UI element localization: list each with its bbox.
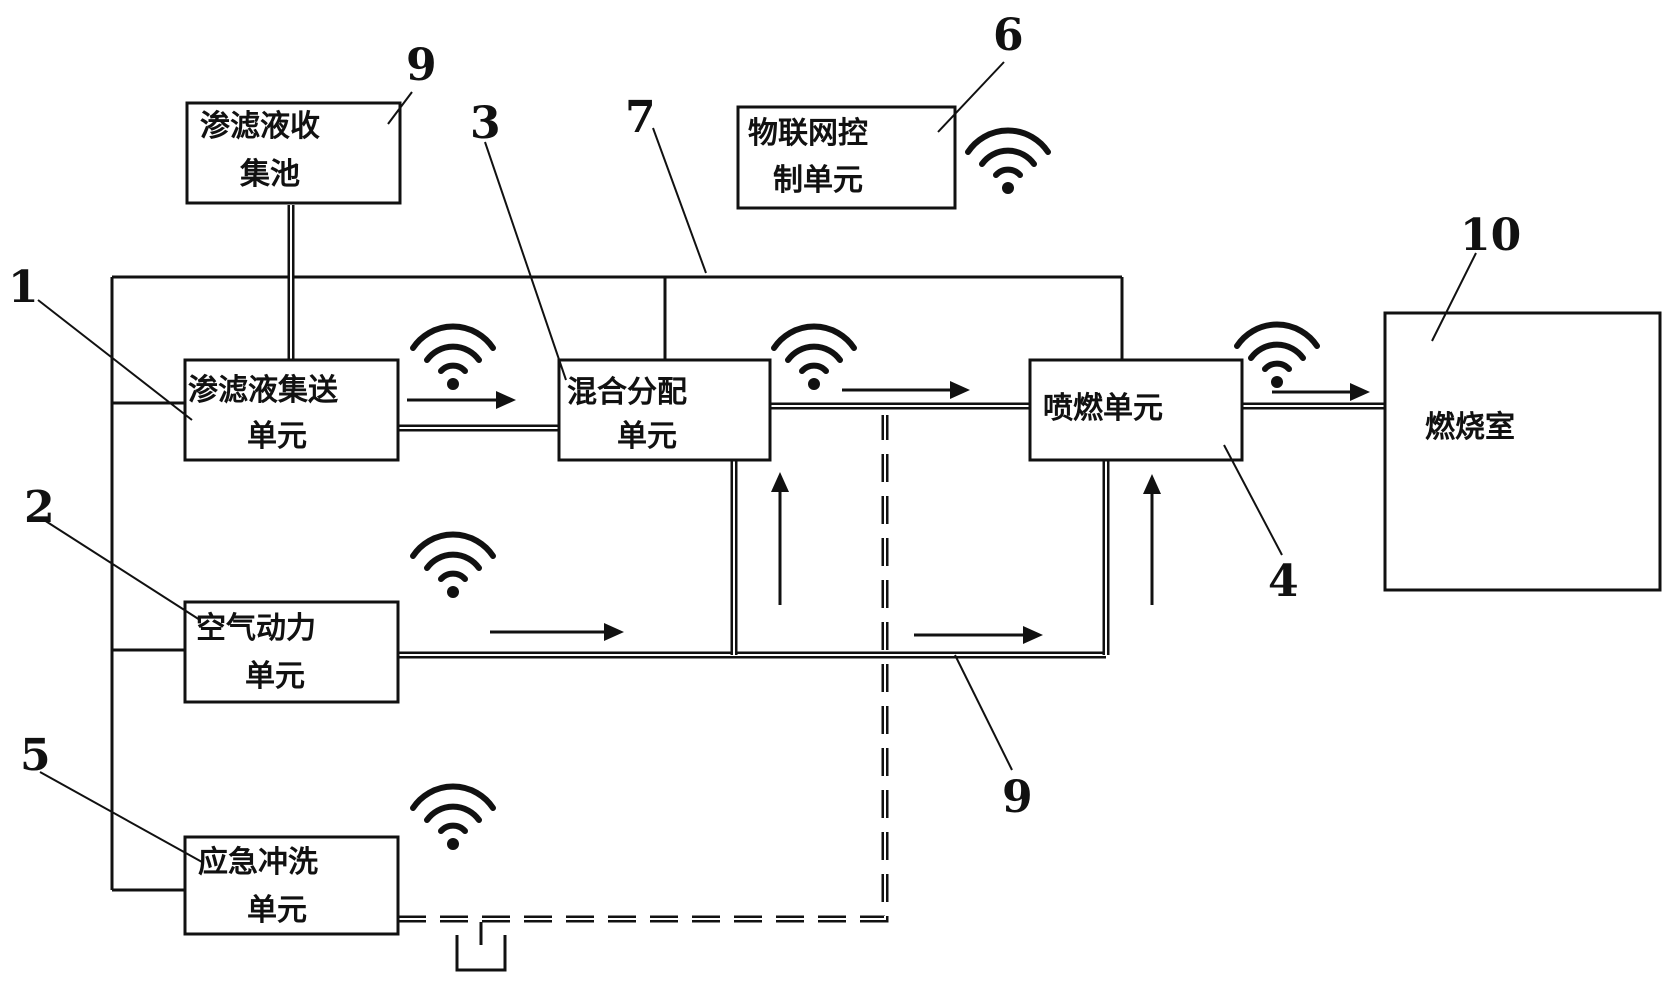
flow-arrow-icon [914, 626, 1043, 644]
ref-numeral-3: 3 [470, 98, 501, 149]
wifi-signal-icon [410, 783, 496, 850]
leader-lines [37, 61, 1477, 863]
spray-combustion-label: 喷燃单元 [1043, 391, 1163, 426]
wifi-signal-icon [410, 531, 496, 598]
leachate-transfer-label-2: 单元 [247, 419, 307, 454]
ref-numeral-1: 1 [8, 262, 39, 313]
mixing-distribution-label-2: 单元 [617, 419, 677, 454]
ref-numeral-9-bottom: 9 [1002, 772, 1033, 823]
leachate-transfer-label-1: 渗滤液集送 [188, 373, 338, 408]
air-power-label-1: 空气动力 [196, 611, 316, 646]
mixing-distribution-box: 混合分配 单元 [557, 358, 772, 462]
combustion-chamber-box: 燃烧室 [1383, 311, 1662, 592]
reference-numerals: 1 2 5 3 7 6 9 4 10 9 [8, 10, 1521, 823]
wifi-signal-icon [771, 323, 857, 390]
wifi-signal-icon [410, 323, 496, 390]
collection-pool-label-2: 集池 [239, 157, 300, 192]
ref-numeral-4: 4 [1268, 556, 1299, 607]
flow-arrow-icon [1143, 474, 1161, 605]
flow-arrow-icon [407, 391, 516, 409]
drain-icon [455, 922, 507, 972]
flow-arrow-icon [842, 381, 970, 399]
flow-arrows [407, 381, 1370, 644]
ref-numeral-2: 2 [24, 482, 55, 533]
wifi-signal-icon [1234, 321, 1320, 388]
flow-arrow-icon [490, 623, 624, 641]
iot-control-label-2: 制单元 [773, 163, 863, 198]
leachate-transfer-box: 渗滤液集送 单元 [183, 358, 400, 462]
control-bus [110, 275, 1124, 892]
flow-arrow-icon [1272, 383, 1370, 401]
ref-numeral-6: 6 [993, 10, 1024, 61]
emergency-flush-label-2: 单元 [247, 893, 307, 928]
spray-combustion-box: 喷燃单元 [1028, 358, 1244, 462]
ref-numeral-5: 5 [20, 730, 51, 781]
collection-pool-box: 渗滤液收 集池 [185, 101, 402, 205]
iot-control-box: 物联网控 制单元 [736, 105, 957, 210]
ref-numeral-7: 7 [625, 92, 656, 143]
iot-control-label-1: 物联网控 [748, 116, 868, 151]
pipes [287, 205, 1397, 659]
mixing-distribution-label-1: 混合分配 [567, 375, 687, 410]
ref-numeral-9-top: 9 [406, 40, 437, 91]
emergency-flush-box: 应急冲洗 单元 [183, 835, 400, 936]
collection-pool-label-1: 渗滤液收 [200, 109, 320, 144]
emergency-flush-line [398, 415, 889, 923]
air-power-box: 空气动力 单元 [183, 600, 400, 704]
ref-numeral-10: 10 [1460, 210, 1521, 261]
emergency-flush-label-1: 应急冲洗 [198, 845, 318, 880]
wifi-signal-icon [965, 127, 1051, 194]
flow-arrow-icon [771, 472, 789, 605]
air-power-label-2: 单元 [245, 659, 305, 694]
combustion-chamber-label: 燃烧室 [1425, 410, 1515, 445]
